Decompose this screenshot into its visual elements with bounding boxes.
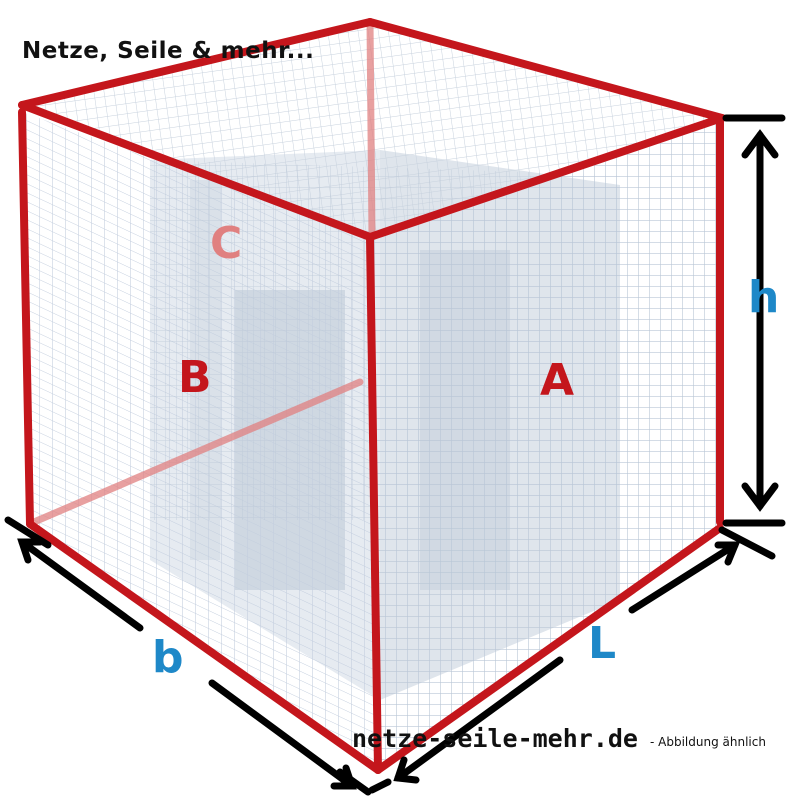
frame-edge-front-vertical [366,233,382,774]
face-label-b: B [178,352,212,403]
image-caption: - Abbildung ähnlich [650,735,766,749]
frame-edge-bottom-left [26,520,382,774]
hidden-edges [30,18,376,526]
face-back-mesh [150,160,620,520]
dimension-height [722,114,786,527]
dimension-length [368,526,776,794]
frame-top-front-left [18,18,374,109]
dimension-label-height: h [748,272,780,323]
face-label-a: A [540,355,575,406]
website-link[interactable]: netze-seile-mehr.de [352,724,638,753]
brand-title: Netze, Seile & mehr... [22,38,315,64]
frame-top-back-left [18,101,374,241]
frame-top-back-right [366,18,726,122]
dimension-label-width: b [152,632,184,683]
dimension-label-length: L [588,618,617,669]
frame-edge-bottom-right [374,524,724,774]
cube-frame [18,18,726,774]
dimension-width [4,516,372,796]
frame-top-front-right [366,114,726,241]
frame-edge-left-vertical [18,108,34,528]
face-label-c: C [210,218,243,269]
